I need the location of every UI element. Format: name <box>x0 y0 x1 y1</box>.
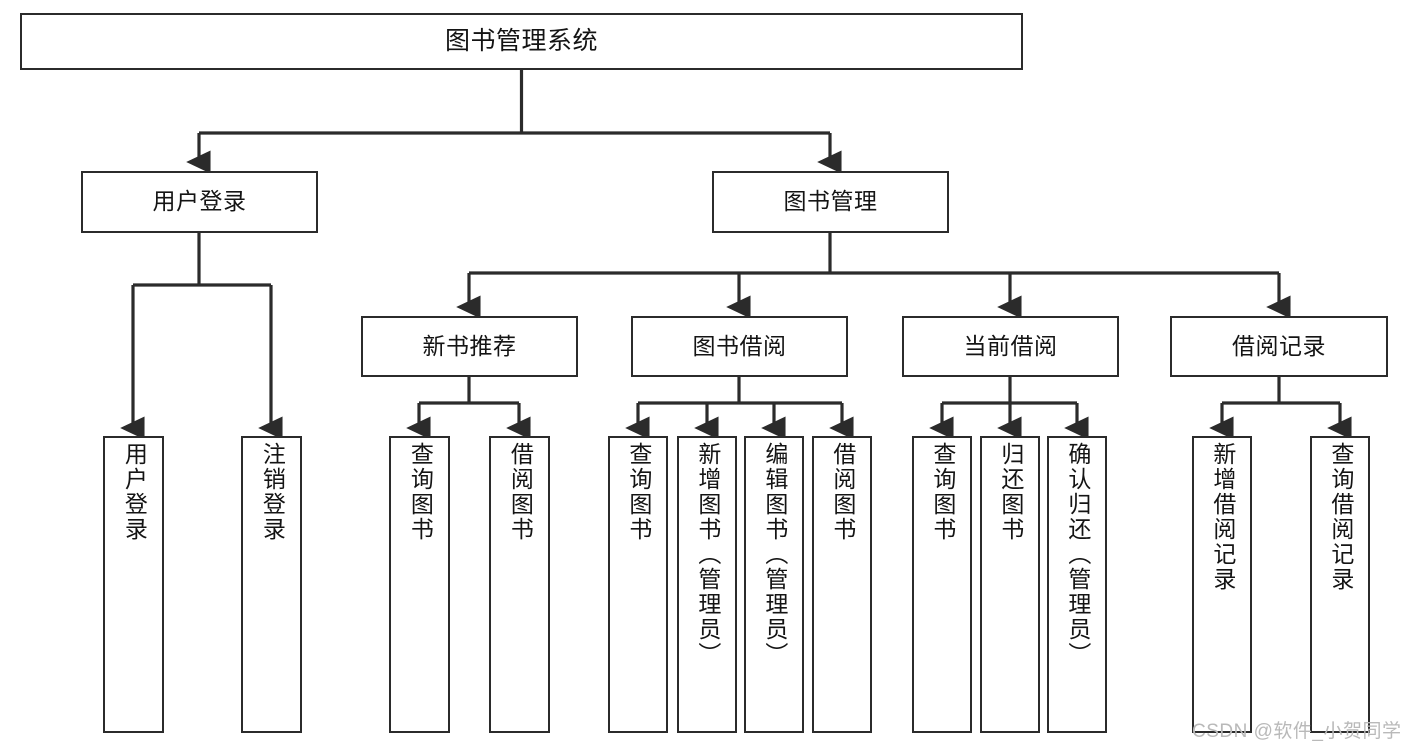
node-leaf-query-book-2[interactable]: 查询图书 <box>608 436 668 733</box>
node-label: 查询图书 <box>407 442 434 542</box>
csdn-watermark: CSDN @软件_小贺同学 <box>1192 721 1402 742</box>
node-label: 确认归还（管理员） <box>1064 442 1091 667</box>
node-label: 图书管理 <box>783 188 878 215</box>
node-current-borrow[interactable]: 当前借阅 <box>902 316 1119 377</box>
node-leaf-query-book-3[interactable]: 查询图书 <box>912 436 972 733</box>
node-label: 查询图书 <box>929 442 956 542</box>
node-leaf-edit-book[interactable]: 编辑图书（管理员） <box>744 436 804 733</box>
node-leaf-borrow-book-2[interactable]: 借阅图书 <box>812 436 872 733</box>
node-label: 新增图书（管理员） <box>694 442 721 667</box>
node-leaf-add-record[interactable]: 新增借阅记录 <box>1192 436 1252 733</box>
node-label: 图书借阅 <box>692 332 787 359</box>
node-label: 当前借阅 <box>963 332 1058 359</box>
node-label: 图书管理系统 <box>444 26 598 55</box>
node-borrow-record[interactable]: 借阅记录 <box>1170 316 1388 377</box>
node-leaf-query-book-1[interactable]: 查询图书 <box>389 436 450 733</box>
node-leaf-user-login[interactable]: 用户登录 <box>103 436 164 733</box>
node-label: 查询图书 <box>625 442 652 542</box>
node-label: 借阅记录 <box>1232 332 1326 359</box>
node-label: 借阅图书 <box>829 442 856 542</box>
node-label: 编辑图书（管理员） <box>761 442 788 667</box>
node-label: 查询借阅记录 <box>1327 442 1354 592</box>
node-root-system[interactable]: 图书管理系统 <box>20 13 1023 70</box>
node-label: 用户登录 <box>121 442 148 542</box>
node-label: 新增借阅记录 <box>1209 442 1236 592</box>
node-leaf-add-book[interactable]: 新增图书（管理员） <box>677 436 737 733</box>
node-leaf-query-record[interactable]: 查询借阅记录 <box>1310 436 1370 733</box>
node-label: 归还图书 <box>997 442 1024 542</box>
node-label: 新书推荐 <box>422 332 517 359</box>
node-label: 注销登录 <box>259 442 286 542</box>
node-leaf-confirm-return[interactable]: 确认归还（管理员） <box>1047 436 1107 733</box>
node-label: 借阅图书 <box>507 442 534 542</box>
node-leaf-logout[interactable]: 注销登录 <box>241 436 302 733</box>
node-new-book-rec[interactable]: 新书推荐 <box>361 316 578 377</box>
node-book-manage[interactable]: 图书管理 <box>712 171 949 233</box>
node-leaf-return-book[interactable]: 归还图书 <box>980 436 1040 733</box>
node-book-borrow[interactable]: 图书借阅 <box>631 316 848 377</box>
node-user-login[interactable]: 用户登录 <box>81 171 318 233</box>
node-label: 用户登录 <box>152 188 247 215</box>
node-leaf-borrow-book-1[interactable]: 借阅图书 <box>489 436 550 733</box>
